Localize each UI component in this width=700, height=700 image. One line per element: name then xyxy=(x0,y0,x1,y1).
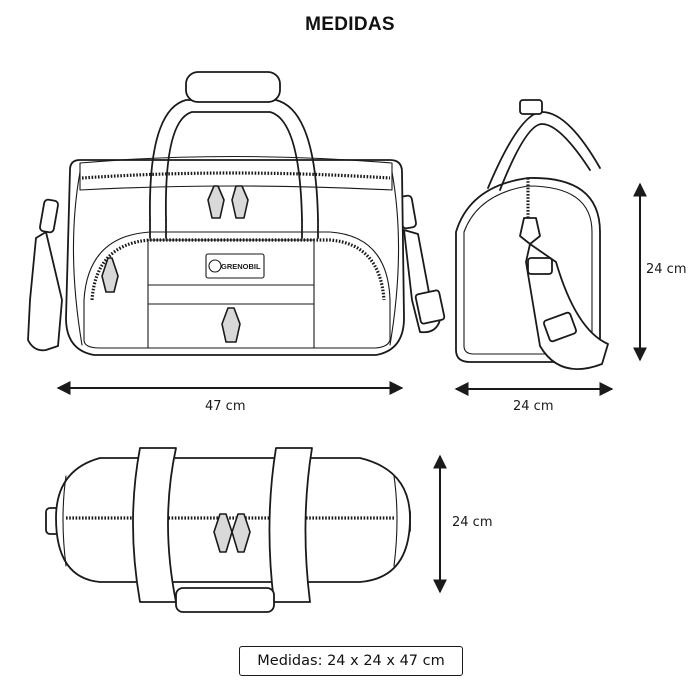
top-height-label: 24 cm xyxy=(452,515,493,530)
side-view-bag xyxy=(455,99,609,371)
svg-text:GRENOBIL: GRENOBIL xyxy=(221,262,261,271)
side-width-label: 24 cm xyxy=(513,399,554,414)
front-view-bag: GRENOBIL xyxy=(27,71,446,356)
top-zipper-pulls xyxy=(207,185,249,219)
front-width-label: 47 cm xyxy=(205,399,246,414)
front-pocket xyxy=(83,231,391,349)
brand-logo: GRENOBIL xyxy=(205,253,265,279)
diagram-title: MEDIDAS xyxy=(305,14,395,35)
top-view-bag xyxy=(45,447,411,613)
front-handles xyxy=(149,71,319,239)
handle-grip xyxy=(185,71,281,103)
front-shoulder-strap-left xyxy=(27,198,63,352)
front-height-label: 24 cm xyxy=(646,262,687,277)
measurements-summary: Medidas: 24 x 24 x 47 cm xyxy=(239,646,463,676)
